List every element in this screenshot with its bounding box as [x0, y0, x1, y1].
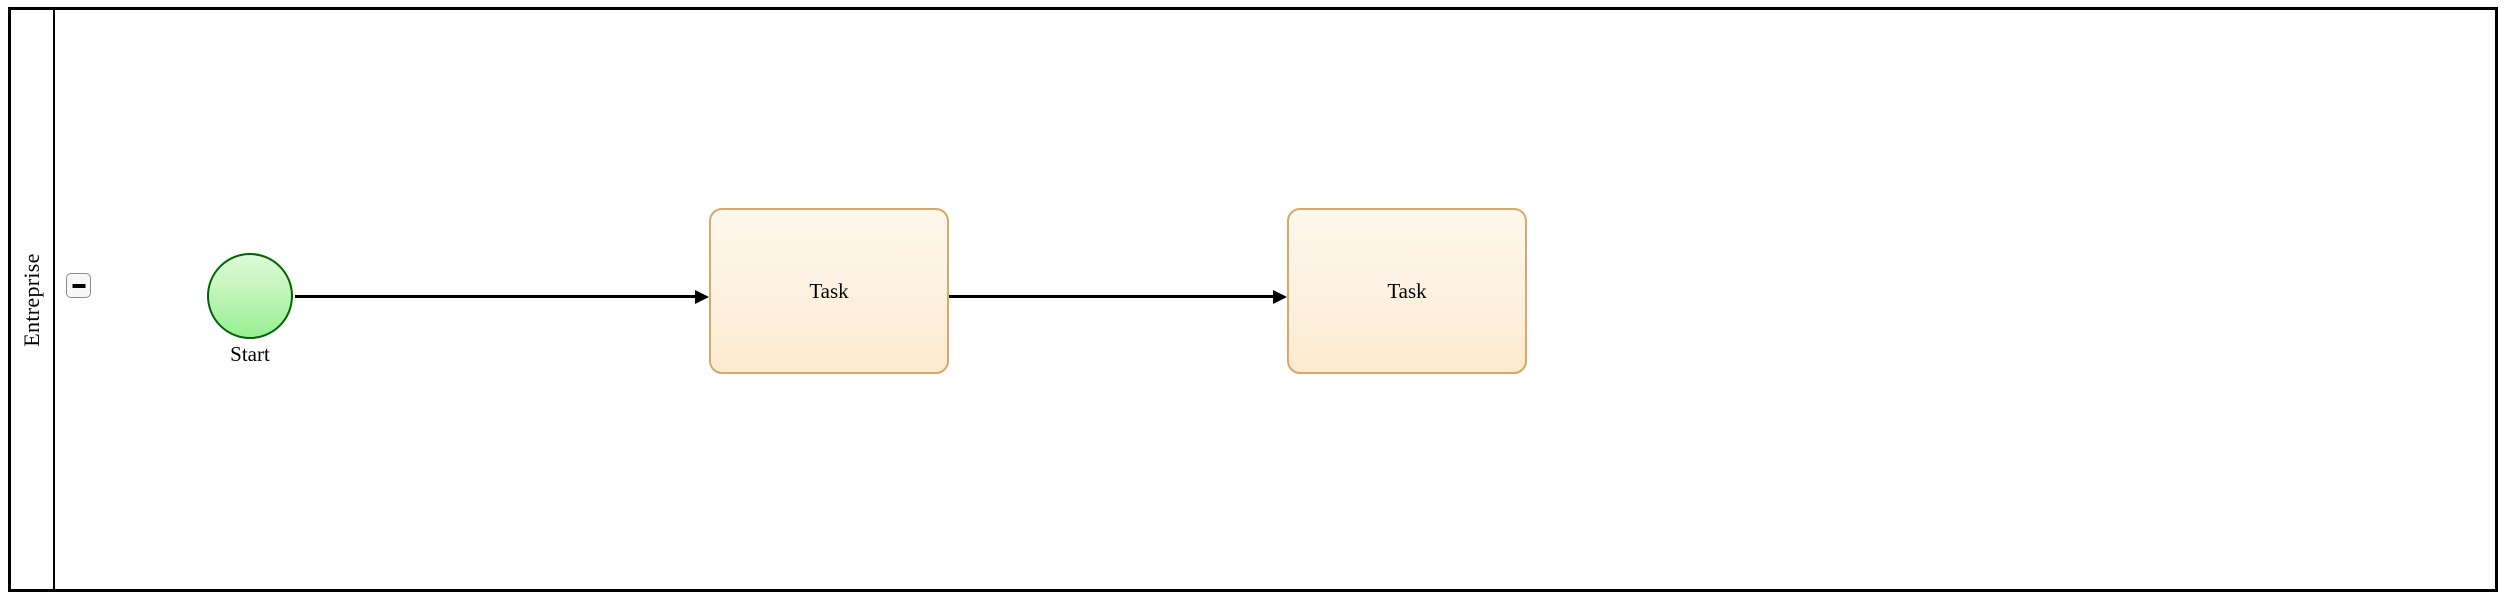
pool-header-lane[interactable]: Entreprise	[11, 10, 55, 589]
task-node-2[interactable]: Task	[1287, 208, 1527, 374]
sequence-flow-start-to-task-1[interactable]	[295, 290, 709, 304]
pool-collapse-button[interactable]	[66, 273, 91, 298]
flow-line	[947, 295, 1273, 298]
arrowhead-icon	[1273, 290, 1287, 304]
pool-lane-body: Start Task Task	[57, 10, 2495, 589]
start-event-label: Start	[230, 342, 270, 366]
task-label: Task	[1387, 278, 1427, 303]
pool-entreprise[interactable]: Entreprise Start Task Task	[8, 7, 2498, 592]
sequence-flow-task-1-to-task-2[interactable]	[947, 290, 1287, 304]
task-node-1[interactable]: Task	[709, 208, 949, 374]
task-label: Task	[809, 278, 849, 303]
start-event-node[interactable]	[207, 253, 293, 339]
pool-name-label: Entreprise	[19, 252, 44, 347]
flow-line	[295, 295, 695, 298]
arrowhead-icon	[695, 290, 709, 304]
minus-icon	[72, 283, 85, 288]
